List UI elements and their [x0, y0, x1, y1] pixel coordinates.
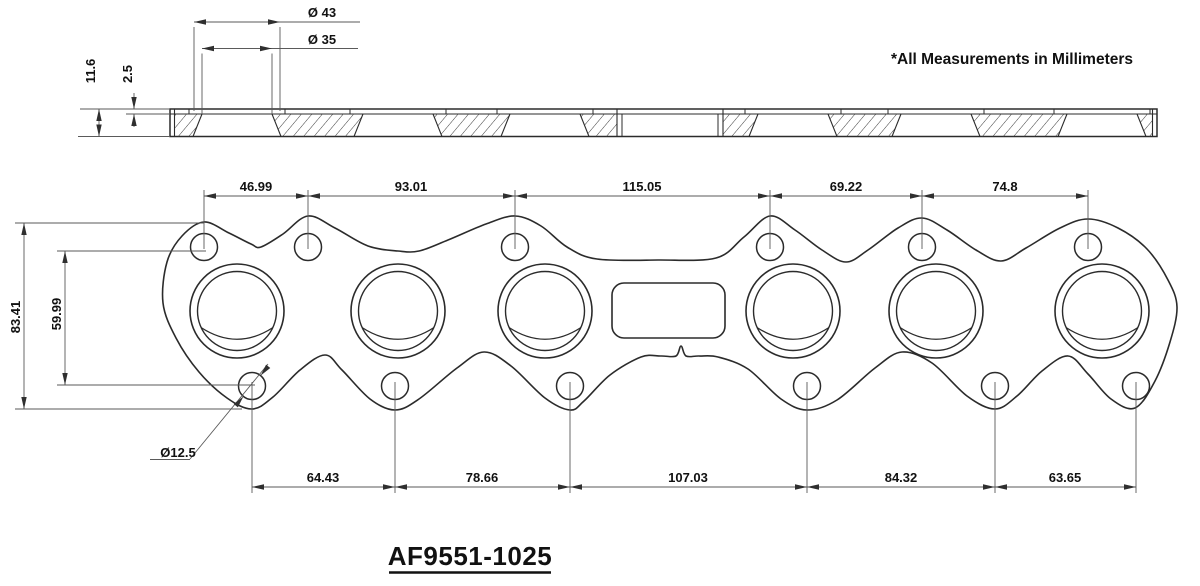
arrowhead: [503, 193, 515, 199]
dim-top-4: 69.22: [830, 179, 863, 194]
part-number-title: AF9551-1025: [388, 541, 553, 571]
arrowhead: [268, 19, 280, 25]
arrowhead: [995, 484, 1007, 490]
dim-bottom-4: 84.32: [885, 470, 918, 485]
port-inner-bore: [504, 270, 586, 352]
void-side: [579, 113, 590, 137]
dimension-linework: [15, 19, 1137, 574]
arrowhead: [515, 193, 527, 199]
arrowhead: [758, 193, 770, 199]
void-side: [891, 113, 902, 137]
port-inner-bore: [357, 270, 439, 352]
arrowhead: [131, 114, 137, 126]
dim-bottom-1: 64.43: [307, 470, 340, 485]
port-bore-chord: [361, 326, 435, 340]
arrowhead: [204, 193, 216, 199]
port-bore-chord: [508, 326, 582, 340]
port-inner-bore: [196, 270, 278, 352]
port-outer-ring: [1054, 263, 1150, 359]
port-bore-chord: [899, 326, 973, 340]
arrowhead: [252, 484, 264, 490]
hatch-block: [828, 114, 901, 137]
void-side: [432, 113, 443, 137]
arrowhead: [260, 45, 272, 52]
hatch-block: [1137, 114, 1153, 137]
port-bore-chord: [1065, 326, 1139, 340]
port-bore-chord: [200, 326, 274, 340]
units-note: *All Measurements in Millimeters: [891, 51, 1133, 68]
port-outer-ring: [350, 263, 446, 359]
port-outer-ring: [745, 263, 841, 359]
void-side: [353, 113, 364, 137]
dim-bottom-5: 63.65: [1049, 470, 1082, 485]
void-side: [500, 113, 511, 137]
arrowhead: [910, 193, 922, 199]
arrowhead: [383, 484, 395, 490]
leader-arrow: [233, 396, 244, 408]
arrowhead: [62, 251, 68, 263]
port-inner-bore: [1061, 270, 1143, 352]
hatch-block: [433, 114, 510, 137]
dim-outer-diameter: Ø 43: [308, 5, 336, 20]
port-outer-ring: [189, 263, 285, 359]
front-gasket-view: [161, 215, 1178, 411]
port-outer-ring: [497, 263, 593, 359]
arrowhead: [570, 484, 582, 490]
dim-top-1: 46.99: [240, 179, 273, 194]
void-side: [827, 113, 838, 137]
dim-total-thickness: 11.6: [83, 59, 98, 84]
arrowhead: [96, 124, 102, 137]
port-bore-chord: [756, 326, 830, 340]
arrowhead: [131, 97, 137, 109]
arrowhead: [194, 19, 206, 25]
arrowhead: [96, 109, 102, 121]
port-outer-ring: [888, 263, 984, 359]
arrowhead: [1124, 484, 1136, 490]
hatch-block: [272, 114, 363, 137]
dim-ring-thickness: 2.5: [120, 65, 135, 83]
arrowhead: [395, 484, 407, 490]
dim-overall-height: 83.41: [8, 301, 23, 334]
dim-bolt-hole-diameter: Ø12.5: [160, 445, 195, 460]
hatch-block: [580, 114, 617, 137]
void-side: [271, 113, 282, 137]
void-side: [748, 113, 759, 137]
arrowhead: [62, 373, 68, 385]
arrowhead: [296, 193, 308, 199]
arrowhead: [21, 397, 27, 409]
port-inner-bore: [895, 270, 977, 352]
dim-bottom-3: 107.03: [668, 470, 708, 485]
side-section-view: [169, 108, 1158, 138]
void-side: [970, 113, 981, 137]
arrowhead: [202, 45, 214, 52]
void-side: [192, 113, 203, 137]
dim-inner-diameter: Ø 35: [308, 32, 336, 47]
arrowhead: [1076, 193, 1088, 199]
arrowhead: [983, 484, 995, 490]
arrowhead: [308, 193, 320, 199]
arrowhead: [558, 484, 570, 490]
arrowhead: [795, 484, 807, 490]
port-inner-bore: [752, 270, 834, 352]
void-side: [1057, 113, 1068, 137]
hatch-block: [971, 114, 1067, 137]
arrowhead: [770, 193, 782, 199]
void-side: [1136, 113, 1147, 137]
arrowhead: [922, 193, 934, 199]
dim-bolt-row-span: 59.99: [49, 298, 64, 331]
dim-top-2: 93.01: [395, 179, 428, 194]
dim-top-5: 74.8: [992, 179, 1017, 194]
center-opening: [611, 282, 726, 339]
leader-arrow: [260, 364, 271, 376]
leader-line: [189, 363, 269, 460]
arrowhead: [807, 484, 819, 490]
gasket-outline: [161, 215, 1178, 411]
dim-bottom-2: 78.66: [466, 470, 499, 485]
hatch-block: [723, 114, 758, 137]
arrowhead: [21, 223, 27, 235]
dim-top-3: 115.05: [622, 179, 661, 194]
